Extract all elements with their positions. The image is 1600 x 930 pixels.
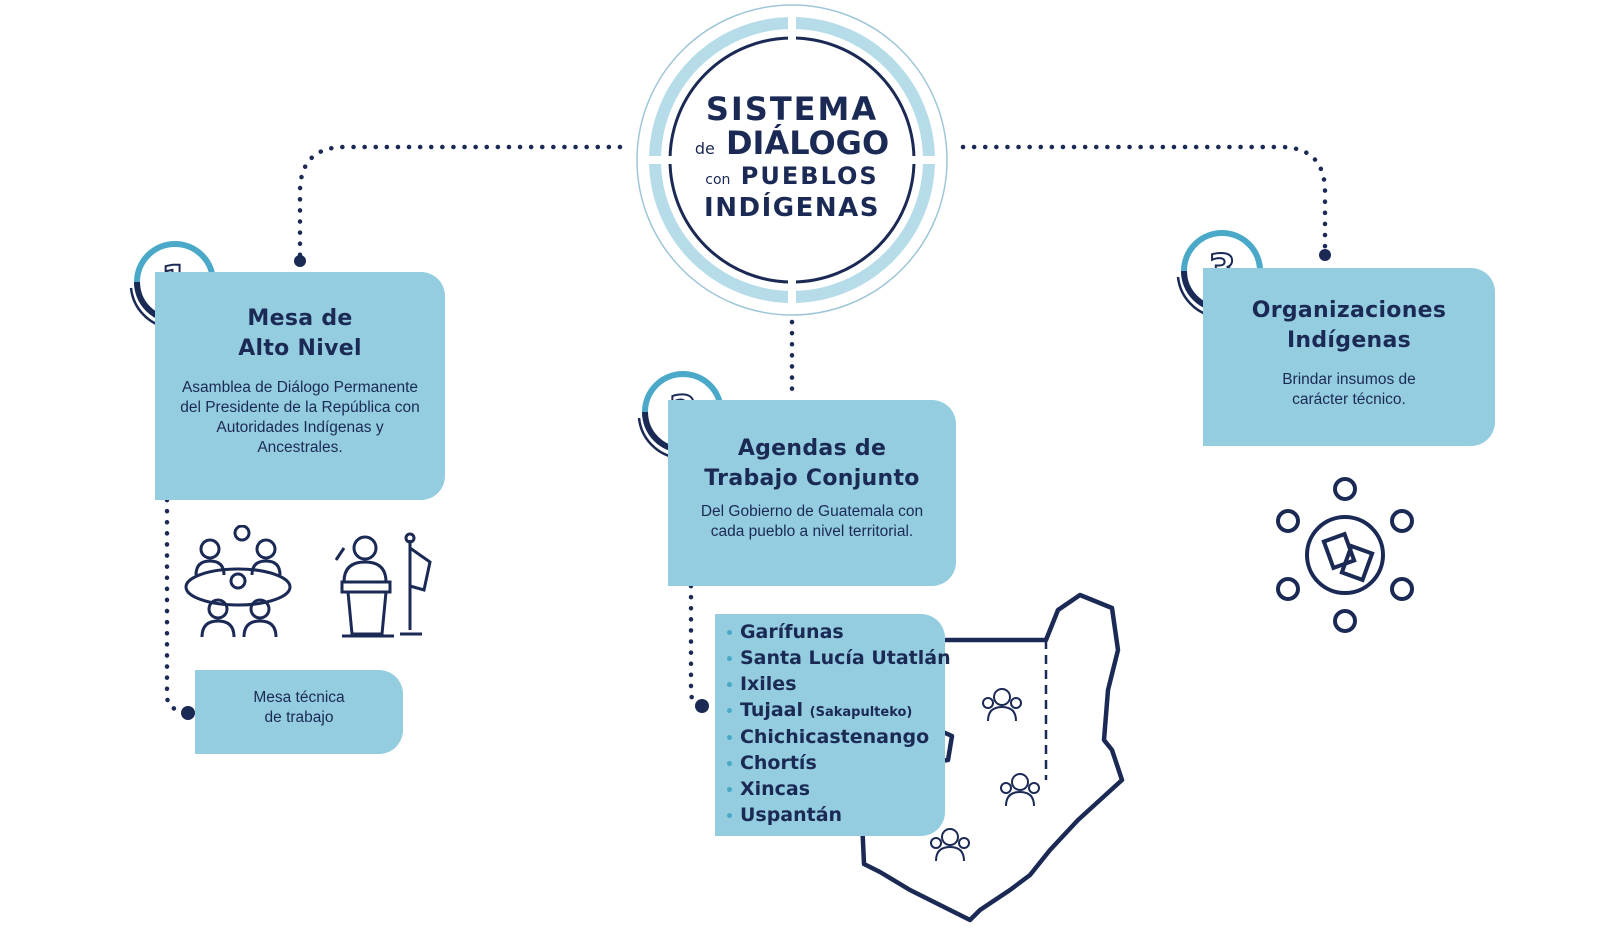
bullet-icon: • bbox=[725, 809, 734, 825]
connector-to-step-3 bbox=[960, 144, 1328, 253]
people-name: Chortís bbox=[739, 752, 817, 774]
title-line-2: de DIÁLOGO bbox=[692, 126, 892, 166]
title-line-3: con PUEBLOS bbox=[692, 162, 892, 194]
people-name: Uspantán bbox=[739, 804, 843, 826]
bullet-icon: • bbox=[725, 757, 734, 773]
step-3-card: Organizaciones Indígenas Brindar insumos… bbox=[1203, 268, 1495, 446]
step-3-heading-line-1: Organizaciones bbox=[1251, 298, 1447, 323]
step-1-description: Asamblea de Diálogo Permanente del Presi… bbox=[180, 379, 420, 456]
step-1-heading-line-2: Alto Nivel bbox=[238, 336, 362, 361]
title-line-2-prefix: de bbox=[694, 139, 715, 158]
title-line-3-prefix: con bbox=[705, 172, 731, 188]
step-1-heading-line-1: Mesa de bbox=[247, 306, 353, 331]
bullet-icon: • bbox=[725, 626, 734, 642]
step-2-heading-line-1: Agendas de bbox=[737, 436, 887, 461]
people-list-item: • Tujaal (Sakapulteko) bbox=[725, 698, 945, 725]
title-line-4: INDÍGENAS bbox=[704, 193, 880, 223]
bullet-icon: • bbox=[725, 783, 734, 799]
step-3-description: Brindar insumos de carácter técnico. bbox=[1282, 371, 1416, 408]
people-name: Santa Lucía Utatlán bbox=[739, 647, 951, 669]
title-line-1: SISTEMA bbox=[705, 90, 879, 128]
people-list-item: • Uspantán bbox=[725, 803, 945, 829]
step-1-card: Mesa de Alto Nivel Asamblea de Diálogo P… bbox=[155, 272, 445, 500]
people-name: Ixiles bbox=[739, 673, 797, 695]
bullet-icon: • bbox=[725, 678, 734, 694]
people-name: Xincas bbox=[739, 778, 811, 800]
title-emblem bbox=[636, 4, 948, 316]
people-name: Tujaal bbox=[739, 699, 804, 721]
bullet-icon: • bbox=[725, 704, 734, 720]
round-table-collaboration-icon bbox=[1276, 477, 1414, 633]
bullet-icon: • bbox=[725, 652, 734, 668]
peoples-list-card: • Garífunas • Santa Lucía Utatlán • Ixiles • Tu… bbox=[715, 614, 951, 836]
people-list-item: • Chortís bbox=[725, 751, 945, 777]
people-note: (Sakapulteko) bbox=[809, 705, 913, 720]
step-2-description: Del Gobierno de Guatemala con cada puebl… bbox=[700, 503, 924, 540]
step-2-card: Agendas de Trabajo Conjunto Del Gobierno… bbox=[668, 400, 956, 586]
connector-to-peoples-list bbox=[688, 583, 703, 708]
people-list-item: • Ixiles bbox=[725, 672, 945, 698]
people-list-item: • Garífunas bbox=[725, 620, 945, 646]
peoples-list: • Garífunas • Santa Lucía Utatlán • Ixiles • Tu… bbox=[725, 620, 951, 829]
people-name: Garífunas bbox=[739, 621, 844, 643]
title-line-3-main: PUEBLOS bbox=[740, 162, 879, 190]
people-list-item: • Xincas bbox=[725, 777, 945, 803]
mesa-tecnica-card: Mesa técnica de trabajo bbox=[195, 670, 403, 754]
mesa-tecnica-line-2: de trabajo bbox=[264, 709, 334, 726]
people-name: Chichicastenango bbox=[739, 726, 930, 748]
title-line-2-main: DIÁLOGO bbox=[725, 124, 890, 162]
mesa-tecnica-line-1: Mesa técnica bbox=[253, 689, 345, 706]
step-3-heading-line-2: Indígenas bbox=[1286, 328, 1412, 353]
speaker-podium-icon bbox=[334, 532, 432, 638]
people-list-item: • Santa Lucía Utatlán bbox=[725, 646, 951, 672]
bullet-icon: • bbox=[725, 731, 734, 747]
connector-to-step-1 bbox=[297, 144, 623, 258]
step-2-heading-line-2: Trabajo Conjunto bbox=[704, 466, 920, 491]
people-list-item: • Chichicastenango bbox=[725, 725, 945, 751]
meeting-table-icon bbox=[184, 525, 292, 638]
